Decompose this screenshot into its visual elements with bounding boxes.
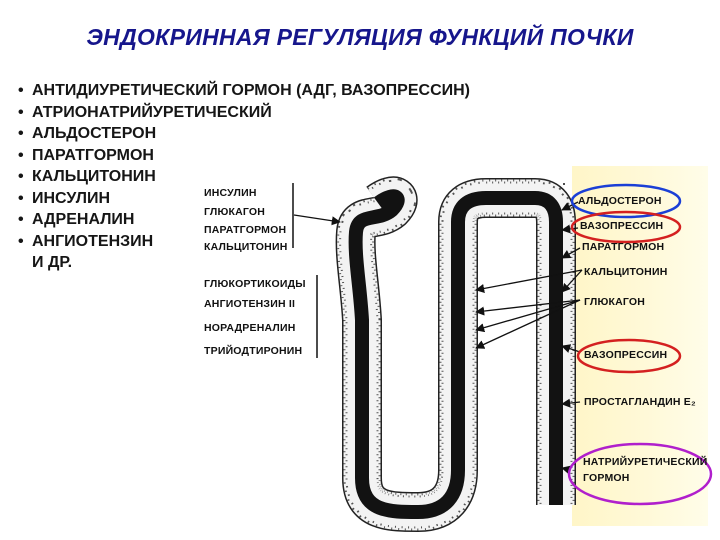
right-label: ГОРМОН <box>583 472 630 484</box>
arrow <box>475 299 581 349</box>
right-arrows <box>475 201 583 475</box>
list-item-text: АДРЕНАЛИН <box>32 211 135 228</box>
right-label: КАЛЬЦИТОНИН <box>584 266 668 278</box>
highlight-panel <box>572 166 708 526</box>
list-tail-text: И ДР. <box>32 254 73 271</box>
right-label: ПАРАТГОРМОН <box>582 241 665 253</box>
left-label: КАЛЬЦИТОНИН <box>204 241 288 253</box>
arrow <box>561 269 583 293</box>
list-item-text: АНГИОТЕНЗИН <box>32 232 154 250</box>
arrow <box>475 299 581 333</box>
arrow <box>561 201 579 211</box>
left-label: ИНСУЛИН <box>204 187 257 199</box>
list-item: • АЛЬДОСТЕРОН <box>18 123 470 145</box>
list-item: • ИНСУЛИН <box>18 188 470 210</box>
arrow <box>561 398 581 408</box>
bullet: • <box>18 125 24 142</box>
left-label: НОРАДРЕНАЛИН <box>204 322 296 334</box>
list-item: • АТРИОНАТРИЙУРЕТИЧЕСКИЙ <box>18 102 470 124</box>
right-label: АЛЬДОСТЕРОН <box>578 195 662 207</box>
highlight-ellipse-vasopressin <box>570 210 682 244</box>
arrow <box>561 224 579 234</box>
right-label: НАТРИЙУРЕТИЧЕСКИЙ <box>583 456 708 468</box>
bullet: • <box>18 146 24 164</box>
highlight-ellipse-natriuretic <box>567 442 713 506</box>
list-item: • АДРЕНАЛИН <box>18 209 470 231</box>
right-label: ВАЗОПРЕССИН <box>580 220 664 232</box>
list-item-text: ИНСУЛИН <box>32 189 111 207</box>
arrow <box>561 247 581 259</box>
list-item: • КАЛЬЦИТОНИН <box>18 166 470 188</box>
list-item-text: КАЛЬЦИТОНИН <box>32 168 156 185</box>
left-label: ТРИЙОДТИРОНИН <box>204 345 303 357</box>
arrow <box>293 214 341 226</box>
highlight-ellipse-vasopressin-2 <box>576 338 682 374</box>
highlight-ellipse-aldosterone <box>570 183 682 219</box>
list-item-text: АНТИДИУРЕТИЧЕСКИЙ ГОРМОН (АДГ, ВАЗОПРЕСС… <box>32 82 471 99</box>
bullet: • <box>18 211 24 228</box>
bullet: • <box>18 189 24 207</box>
list-item-tail: И ДР. <box>18 252 470 274</box>
left-label: АНГИОТЕНЗИН II <box>204 298 296 310</box>
right-label: ВАЗОПРЕССИН <box>584 349 668 361</box>
list-item-text: АТРИОНАТРИЙУРЕТИЧЕСКИЙ <box>32 103 272 121</box>
left-arrows <box>293 214 341 226</box>
left-label: ПАРАТГОРМОН <box>204 224 287 236</box>
bullet: • <box>18 82 24 99</box>
left-label: ГЛЮКАГОН <box>204 206 266 218</box>
list-item: • АНТИДИУРЕТИЧЕСКИЙ ГОРМОН (АДГ, ВАЗОПРЕС… <box>18 80 470 102</box>
bullet: • <box>18 103 24 121</box>
list-item-text: АЛЬДОСТЕРОН <box>32 125 157 142</box>
left-label: ГЛЮКОРТИКОИДЫ <box>204 278 306 290</box>
list-item: • АНГИОТЕНЗИН <box>18 231 470 253</box>
arrow <box>475 299 581 316</box>
arrow <box>475 269 583 293</box>
page-title: ЭНДОКРИННАЯ РЕГУЛЯЦИЯ ФУНКЦИЙ ПОЧКИ <box>86 24 634 50</box>
right-label: ГЛЮКАГОН <box>584 296 646 308</box>
hormone-list: • АНТИДИУРЕТИЧЕСКИЙ ГОРМОН (АДГ, ВАЗОПРЕС… <box>18 80 470 274</box>
list-item-text: ПАРАТГОРМОН <box>32 146 154 164</box>
right-label: ПРОСТАГЛАНДИН E₂ <box>584 396 696 408</box>
arrow <box>561 344 581 353</box>
tubule-lumen <box>348 189 563 519</box>
bullet: • <box>18 168 24 185</box>
list-item: • ПАРАТГОРМОН <box>18 145 470 167</box>
bullet: • <box>18 232 24 250</box>
